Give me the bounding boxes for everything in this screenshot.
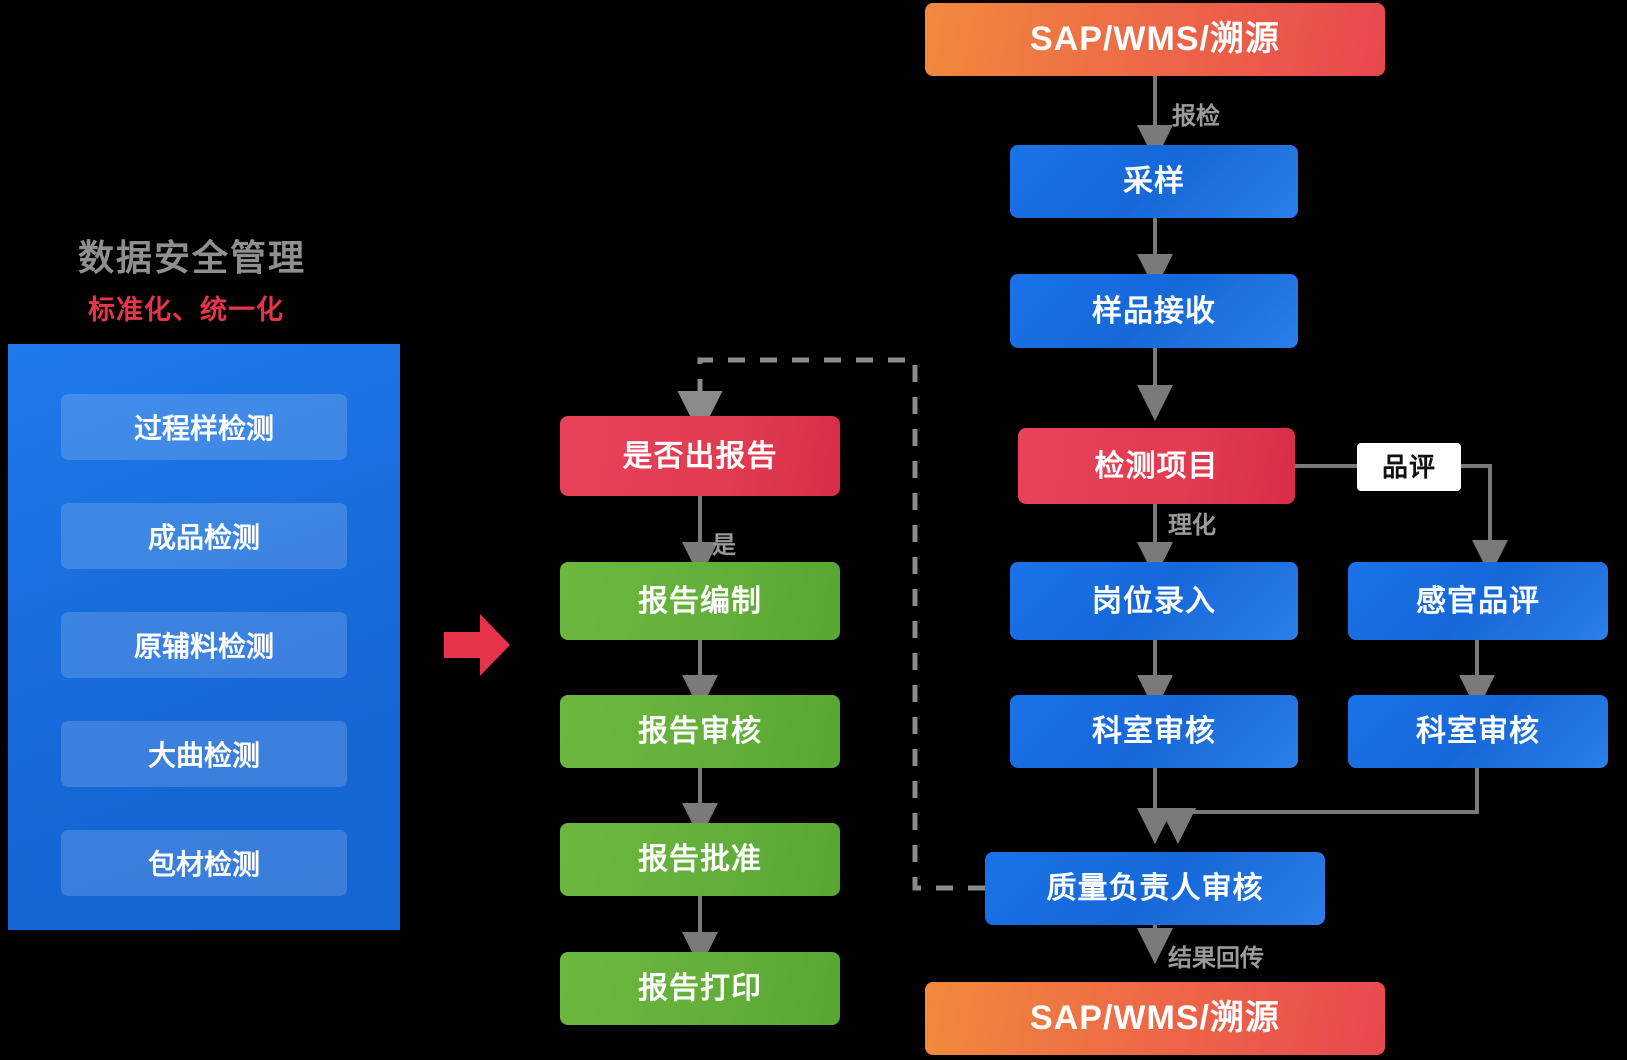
node-decision-report[interactable]: 是否出报告 <box>560 416 840 496</box>
node-tasting-label[interactable]: 品评 <box>1357 443 1461 491</box>
edge-label-yes: 是 <box>712 532 736 559</box>
panel-item-process-sample[interactable]: 过程样检测 <box>61 394 347 460</box>
panel-item-packaging[interactable]: 包材检测 <box>61 830 347 896</box>
node-report-print[interactable]: 报告打印 <box>560 952 840 1025</box>
flow-arrow-icon <box>444 614 510 676</box>
node-source-sap-wms[interactable]: SAP/WMS/溯源 <box>925 3 1385 76</box>
node-quality-manager-review[interactable]: 质量负责人审核 <box>985 852 1325 925</box>
node-sensory-evaluation[interactable]: 感官品评 <box>1348 562 1608 640</box>
edge-label-inspection-request: 报检 <box>1172 103 1220 130</box>
node-report-preparation[interactable]: 报告编制 <box>560 562 840 640</box>
node-dept-review-left[interactable]: 科室审核 <box>1010 695 1298 768</box>
edge-label-physchem: 理化 <box>1168 512 1216 539</box>
panel-item-finished-product[interactable]: 成品检测 <box>61 503 347 569</box>
node-test-items[interactable]: 检测项目 <box>1018 428 1295 504</box>
node-dept-review-right[interactable]: 科室审核 <box>1348 695 1608 768</box>
node-report-review[interactable]: 报告审核 <box>560 695 840 768</box>
panel-title-main: 数据安全管理 <box>78 237 307 278</box>
edge-label-result-return: 结果回传 <box>1168 945 1264 972</box>
node-sample-receive[interactable]: 样品接收 <box>1010 274 1298 348</box>
panel-title-sub: 标准化、统一化 <box>88 295 284 325</box>
node-report-approval[interactable]: 报告批准 <box>560 823 840 896</box>
node-sampling[interactable]: 采样 <box>1010 145 1298 218</box>
node-target-sap-wms[interactable]: SAP/WMS/溯源 <box>925 982 1385 1055</box>
node-post-entry[interactable]: 岗位录入 <box>1010 562 1298 640</box>
data-security-panel: 过程样检测 成品检测 原辅料检测 大曲检测 包材检测 <box>8 344 400 930</box>
panel-item-raw-material[interactable]: 原辅料检测 <box>61 612 347 678</box>
panel-item-daqu[interactable]: 大曲检测 <box>61 721 347 787</box>
